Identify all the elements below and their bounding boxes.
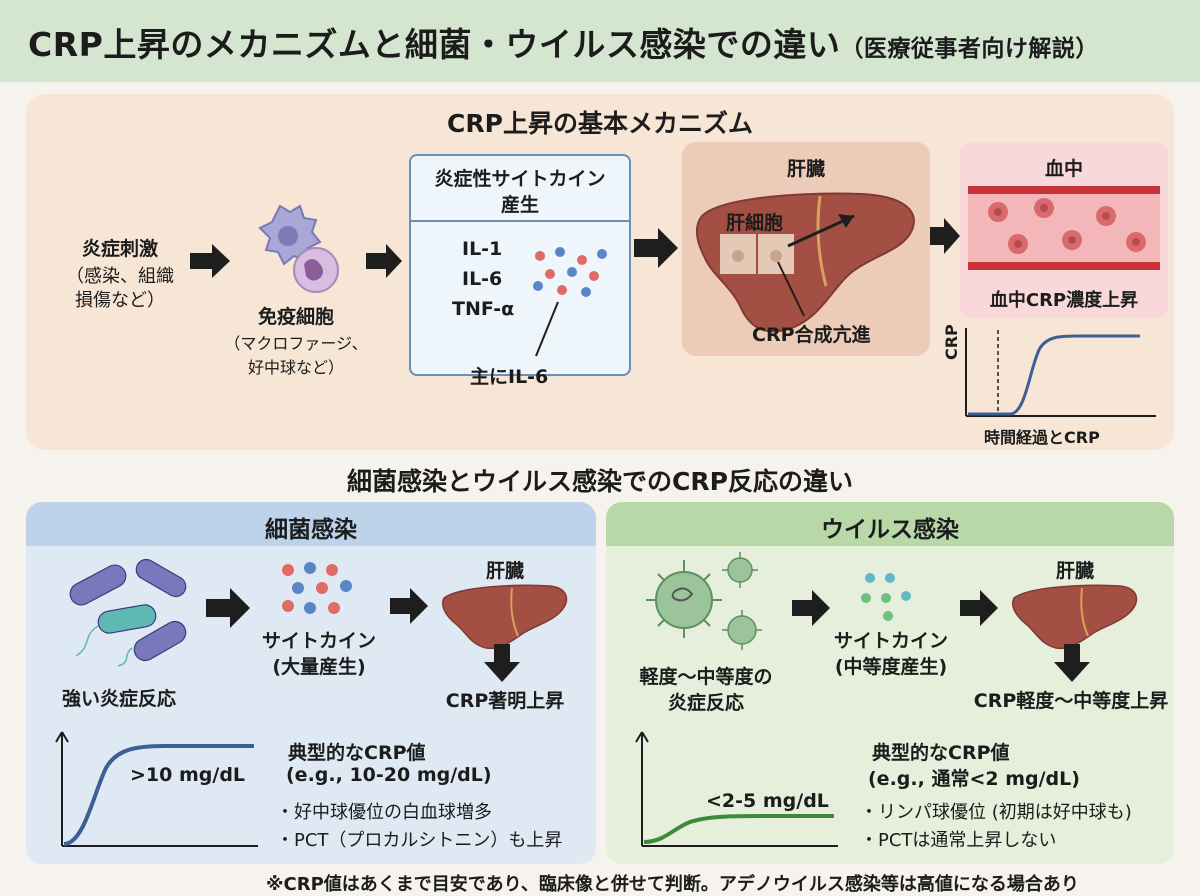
bacterial-crp-graph bbox=[55, 731, 258, 847]
bacteria-icon bbox=[69, 558, 187, 667]
il6-label: IL-6 bbox=[462, 268, 503, 290]
title-main: CRP上昇のメカニズムと細菌・ウイルス感染での違い bbox=[28, 25, 841, 64]
graph-ylabel: CRP bbox=[942, 324, 961, 360]
viral-typical-value: (e.g., 通常<2 mg/dL) bbox=[868, 768, 1080, 790]
bacterial-heading: 細菌感染 bbox=[265, 517, 357, 543]
cytokine-box bbox=[409, 154, 631, 376]
title-bar bbox=[0, 0, 1200, 82]
arrow-right-icon bbox=[960, 590, 998, 626]
il1-label: IL-1 bbox=[462, 238, 503, 260]
blood-crp-label: 血中CRP濃度上昇 bbox=[989, 290, 1139, 311]
liver-icon bbox=[442, 584, 568, 650]
bacterial-typical-head: 典型的なCRP値 bbox=[288, 742, 426, 764]
viral-heading: ウイルス感染 bbox=[821, 517, 959, 543]
arrow-down-icon bbox=[484, 644, 520, 682]
page-title: CRP上昇のメカニズムと細菌・ウイルス感染での違い（医療従事者向け解説） bbox=[28, 18, 1099, 66]
comparison-heading: 細菌感染とウイルス感染でのCRP反応の違い bbox=[347, 467, 853, 496]
viral-inflammation-label: 軽度〜中等度の bbox=[639, 666, 773, 688]
bacterial-header bbox=[26, 502, 596, 546]
viral-panel bbox=[606, 502, 1174, 864]
blood-label: 血中 bbox=[1044, 158, 1083, 180]
title-subtitle: （医療従事者向け解説） bbox=[840, 36, 1099, 62]
immune-label: 免疫細胞 bbox=[257, 306, 334, 328]
tnf-label: TNF-α bbox=[452, 298, 515, 320]
arrow-right-icon bbox=[206, 588, 250, 628]
stimulus-sub2: 損傷など） bbox=[75, 290, 165, 311]
viral-inflammation-sub: 炎症反応 bbox=[667, 692, 744, 714]
main-il6-label: 主にIL-6 bbox=[470, 366, 549, 388]
arrow-right-icon bbox=[634, 228, 678, 268]
viral-liver-label: 肝臓 bbox=[1055, 560, 1094, 582]
crp-time-graph bbox=[965, 328, 1156, 417]
viral-bullet-2: ・PCTは通常上昇しない bbox=[860, 830, 1057, 851]
bacterial-bullet-1: ・好中球優位の白血球増多 bbox=[276, 802, 492, 823]
graph-caption: 時間経過とCRP bbox=[984, 428, 1100, 447]
bacterial-inflammation-label: 強い炎症反応 bbox=[62, 688, 177, 710]
arrow-right-icon bbox=[190, 244, 230, 278]
stimulus-label: 炎症刺激 bbox=[81, 238, 158, 260]
immune-sub1: （マクロファージ、 bbox=[224, 334, 368, 353]
hepatocyte-label: 肝細胞 bbox=[726, 212, 784, 234]
pointer-line bbox=[535, 301, 559, 357]
arrow-right-icon bbox=[390, 588, 428, 624]
bacterial-cytokine-sub: (大量産生) bbox=[272, 656, 366, 678]
viral-header bbox=[606, 502, 1174, 546]
liver-icon bbox=[1012, 584, 1138, 650]
blood-vessel-icon bbox=[968, 186, 1160, 270]
arrow-right-icon bbox=[792, 590, 830, 626]
arrow-down-icon bbox=[1054, 644, 1090, 682]
cytokine-heading-2: 産生 bbox=[500, 194, 539, 216]
viral-typical-head: 典型的なCRP値 bbox=[872, 742, 1010, 764]
liver-label: 肝臓 bbox=[786, 158, 825, 180]
crp-synthesis-label: CRP合成亢進 bbox=[752, 324, 871, 346]
bacterial-typical-value: (e.g., 10-20 mg/dL) bbox=[286, 764, 492, 786]
viral-cytokine-label: サイトカイン bbox=[833, 630, 948, 652]
stimulus-sub1: （感染、組織 bbox=[66, 266, 174, 287]
cytokine-heading-1: 炎症性サイトカイン bbox=[434, 168, 606, 190]
bacterial-result-label: CRP著明上昇 bbox=[445, 690, 565, 712]
immune-sub2: 好中球など） bbox=[247, 358, 344, 377]
footnote: ※CRP値はあくまで目安であり、臨床像と併せて判断。アデノウイルス感染等は高値に… bbox=[266, 874, 1079, 895]
immune-cell-icon bbox=[258, 204, 339, 293]
mechanism-heading: CRP上昇の基本メカニズム bbox=[447, 109, 753, 138]
cytokine-dots-icon bbox=[533, 247, 607, 297]
viral-bullet-1: ・リンパ球優位 (初期は好中球も) bbox=[860, 802, 1132, 823]
cytokine-dots-icon bbox=[282, 562, 352, 614]
viral-result-label: CRP軽度〜中等度上昇 bbox=[973, 690, 1169, 712]
viral-cytokine-sub: (中等度産生) bbox=[834, 656, 948, 678]
arrow-right-icon bbox=[366, 244, 402, 278]
bacterial-cytokine-label: サイトカイン bbox=[261, 630, 376, 652]
bacterial-bullet-2: ・PCT（プロカルシトニン）も上昇 bbox=[276, 830, 563, 851]
cytokine-divider bbox=[411, 220, 629, 222]
liver-icon bbox=[696, 192, 915, 333]
bacterial-liver-label: 肝臓 bbox=[485, 560, 524, 582]
cytokine-dots-icon bbox=[861, 573, 911, 621]
arrow-right-icon bbox=[930, 218, 960, 254]
virus-icon bbox=[646, 552, 762, 650]
bacterial-graph-label: >10 mg/dL bbox=[130, 764, 246, 786]
viral-graph-label: <2-5 mg/dL bbox=[706, 790, 829, 812]
viral-crp-graph bbox=[635, 731, 838, 847]
